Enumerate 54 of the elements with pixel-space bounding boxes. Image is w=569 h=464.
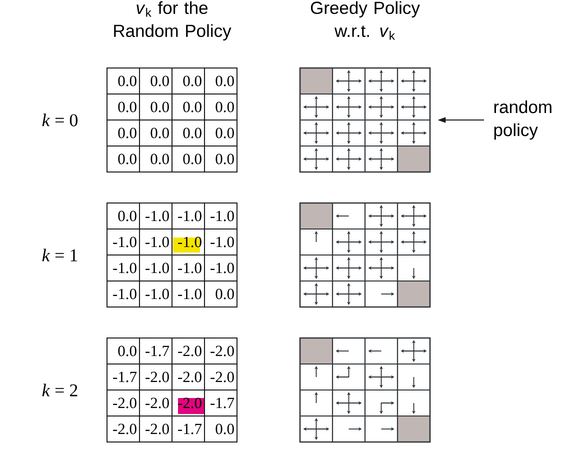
table-cell: 0.0 [139, 94, 172, 120]
row-label: k = 1 [42, 248, 78, 262]
table-cell: 0.0 [204, 146, 238, 172]
table-cell: 0.0 [139, 68, 172, 94]
table-cell: -2.0 [106, 416, 140, 442]
table-cell: -2.0 [139, 390, 172, 416]
table-cell: 0.0 [172, 146, 205, 172]
column-heading: v$_{k}$ for the Random Policy [114, 1, 232, 41]
table-cell: -1.0 [106, 254, 140, 282]
table-cell: -1.7 [139, 338, 172, 364]
table-cell: 0.0 [139, 146, 172, 172]
table-cell: 0.0 [139, 120, 172, 146]
table-cell: -1.0 [139, 202, 172, 230]
table-cell: -2.0 [139, 416, 172, 442]
table-cell: -1.0 [204, 202, 238, 230]
row-label: k = 2 [42, 384, 78, 396]
table-cell: -1.0 [172, 202, 205, 230]
table-cell: 0.0 [204, 94, 238, 120]
table-cell: 0.0 [204, 120, 238, 146]
table-cell: -2.0 [204, 364, 238, 390]
table-cell: -2.0 [172, 364, 205, 390]
table-cell: 0.0 [106, 120, 140, 146]
table-cell: -1.7 [106, 364, 140, 390]
table-cell: -1.0 [204, 228, 238, 256]
table-cell: -2.0 [139, 364, 172, 390]
table-cell: 0.0 [106, 146, 140, 172]
table-cell: 0.0 [106, 94, 140, 120]
callout-text: random policy [494, 100, 552, 140]
table-cell: -1.0 [172, 280, 205, 308]
table-cell: 0.0 [106, 202, 140, 230]
table-cell: 0.0 [172, 94, 205, 120]
table-cell: -1.0 [204, 254, 238, 282]
policy-grid [299, 67, 431, 173]
table-cell: 0.0 [172, 68, 205, 94]
table-cell: 0.0 [204, 68, 238, 94]
table-cell: 0.0 [204, 416, 238, 442]
table-cell: -1.0 [139, 228, 172, 256]
table-cell: -2.0 [204, 338, 238, 364]
table-cell: 0.0 [106, 68, 140, 94]
table-cell: -1.7 [204, 390, 238, 416]
table-cell: -1.0 [172, 254, 205, 282]
row-label: k = 0 [42, 114, 78, 126]
table-cell: -1.0 [106, 228, 140, 256]
column-heading: Greedy Policy w.r.t. v$_{k}$ [310, 1, 420, 40]
table-cell: -1.0 [106, 280, 140, 308]
table-cell: -2.0 [106, 390, 140, 416]
table-cell: -2.0 [172, 338, 205, 364]
table-cell: -2.0 [172, 390, 205, 416]
table-cell: -1.0 [139, 280, 172, 308]
table-cell: -1.7 [172, 416, 205, 442]
table-cell: -1.0 [139, 254, 172, 282]
table-cell: 0.0 [204, 280, 238, 308]
table-cell: 0.0 [106, 338, 140, 364]
table-cell: 0.0 [172, 120, 205, 146]
